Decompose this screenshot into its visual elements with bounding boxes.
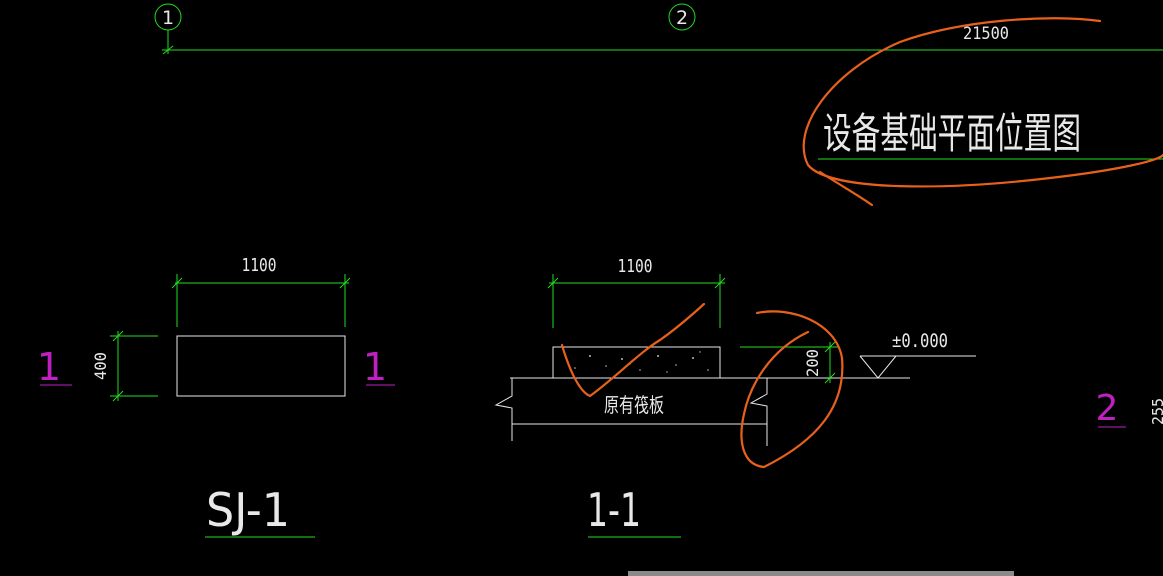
plan-title-group: 设备基础平面位置图 bbox=[818, 109, 1163, 160]
markup-title-tail bbox=[818, 170, 874, 207]
sj1-plan: 1100 400 1 1 SJ-1 bbox=[37, 255, 395, 538]
sj1-height-dim-text: 400 bbox=[91, 352, 110, 380]
section-pad-outline bbox=[552, 346, 721, 379]
section-height-tick-bottom bbox=[824, 372, 836, 384]
horizontal-scrollbar[interactable] bbox=[628, 571, 1014, 576]
sj1-width-dim-text: 1100 bbox=[242, 255, 277, 276]
section-width-tick-right bbox=[714, 277, 726, 289]
sj1-cut-mark-left: 1 bbox=[37, 345, 61, 389]
span-tick-left bbox=[162, 45, 174, 55]
axis-number-2: 2 bbox=[676, 7, 688, 29]
concrete-hatch bbox=[574, 351, 709, 373]
side-cut-mark: 2 bbox=[1096, 388, 1119, 429]
markup-annotations bbox=[560, 17, 1163, 469]
slab-break-right bbox=[749, 378, 768, 446]
sj1-width-tick-left bbox=[171, 277, 183, 289]
section-height-dim-text: 200 bbox=[803, 349, 822, 377]
section-width-dim-text: 1100 bbox=[618, 256, 653, 277]
axis-number-1: 1 bbox=[162, 7, 174, 29]
markup-checkmark bbox=[560, 302, 706, 398]
section-height-tick-top bbox=[824, 341, 836, 353]
sj1-cut-mark-right: 1 bbox=[363, 345, 387, 389]
section-width-tick-left bbox=[547, 277, 559, 289]
slab-text: 原有筏板 bbox=[604, 393, 664, 417]
edge-dimension-text: 255 bbox=[1149, 398, 1163, 425]
sj1-outline bbox=[176, 335, 346, 397]
section-1-1: 原有筏板 1100 200 ±0.000 1-1 bbox=[494, 256, 976, 538]
sj1-width-tick-right bbox=[339, 277, 351, 289]
grid-axes: 1 2 21500 bbox=[154, 3, 1163, 55]
slab-break-left bbox=[494, 378, 513, 441]
axis-bubble-2 bbox=[668, 3, 696, 31]
plan-title: 设备基础平面位置图 bbox=[823, 109, 1081, 158]
elevation-text: ±0.000 bbox=[892, 330, 948, 352]
sj1-label: SJ-1 bbox=[206, 483, 290, 537]
span-dimension-text: 21500 bbox=[963, 24, 1009, 44]
sj1-height-tick-top bbox=[112, 330, 124, 342]
markup-loop-height bbox=[740, 310, 844, 469]
section-label: 1-1 bbox=[587, 483, 641, 537]
markup-ellipse-title bbox=[802, 17, 1163, 188]
sj1-height-tick-bottom bbox=[112, 390, 124, 402]
elevation-triangle bbox=[859, 355, 897, 379]
